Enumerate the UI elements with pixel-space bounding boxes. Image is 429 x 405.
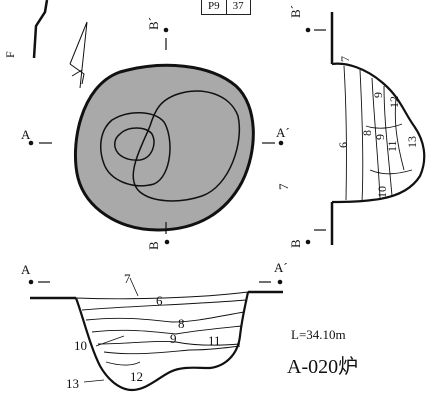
section-bb-layer-lines [343,65,413,203]
section-aa-label-11: 11 [208,333,221,348]
axis-dot-a-right [278,140,284,146]
feature-id: A-020炉 [287,356,359,378]
label-f: F [3,51,17,58]
section-aa-label-10: 10 [74,338,87,353]
axis-dot-aa-right [277,279,283,285]
section-bb-label-12: 12 [387,96,401,108]
label-bb-top: B´ [288,5,303,18]
wall-line [32,0,49,59]
section-bb-label-10: 10 [375,186,389,198]
label-a-right: A´ [276,125,290,140]
axis-dot-a-left [28,140,34,146]
section-bb: B´ B 7 6 8 9 9 12 11 10 13 [288,5,426,248]
axis-dot-bb-bottom [305,239,311,245]
plan-layer-label: 7 [276,183,291,190]
section-aa-surface [30,290,283,300]
label-aa-right: A´ [274,260,288,275]
north-arrow-icon [69,21,88,89]
inner-contour-center [114,127,155,161]
axis-dot-bb-top [305,27,311,33]
axis-dot-b-top [163,27,169,33]
section-bb-pit-outline [331,62,426,204]
axis-dot-aa-left [28,279,34,285]
label-b-top: B´ [146,17,161,30]
section-bb-label-8: 8 [360,130,374,136]
label-aa-left: A [21,262,31,277]
section-bb-label-11: 11 [385,140,399,152]
section-aa: A A´ 7 6 8 9 10 11 12 13 [21,260,288,392]
scale-text: L=34.10m [291,327,346,342]
section-bb-label-7: 7 [338,56,352,62]
section-bb-label-13: 13 [405,136,419,148]
axis-dot-b-bottom [164,239,170,245]
label-a-left: A [21,127,31,142]
inner-contour-outer [132,90,241,202]
section-aa-label-9: 9 [170,331,177,346]
header-cell-number: 37 [225,0,251,15]
section-aa-label-6: 6 [156,293,163,308]
plan-view: A A´ B´ B 7 [21,17,291,250]
section-aa-label-8: 8 [178,316,185,331]
inner-contour-middle [99,112,171,187]
section-bb-label-6: 6 [336,142,350,148]
label-b-bottom: B [146,241,161,250]
pit-outline [74,63,255,232]
section-aa-label-12: 12 [130,369,143,384]
section-aa-pit-outline [74,291,250,392]
section-bb-label-9b: 9 [373,134,387,140]
section-aa-label-7: 7 [124,271,131,286]
section-aa-label-13: 13 [66,376,79,391]
section-bb-label-9a: 9 [371,92,385,98]
section-aa-layer-lines [75,291,249,366]
header-table: P9 37 [201,0,251,15]
label-bb-bottom: B [288,239,303,248]
section-aa-leaders [83,277,139,383]
